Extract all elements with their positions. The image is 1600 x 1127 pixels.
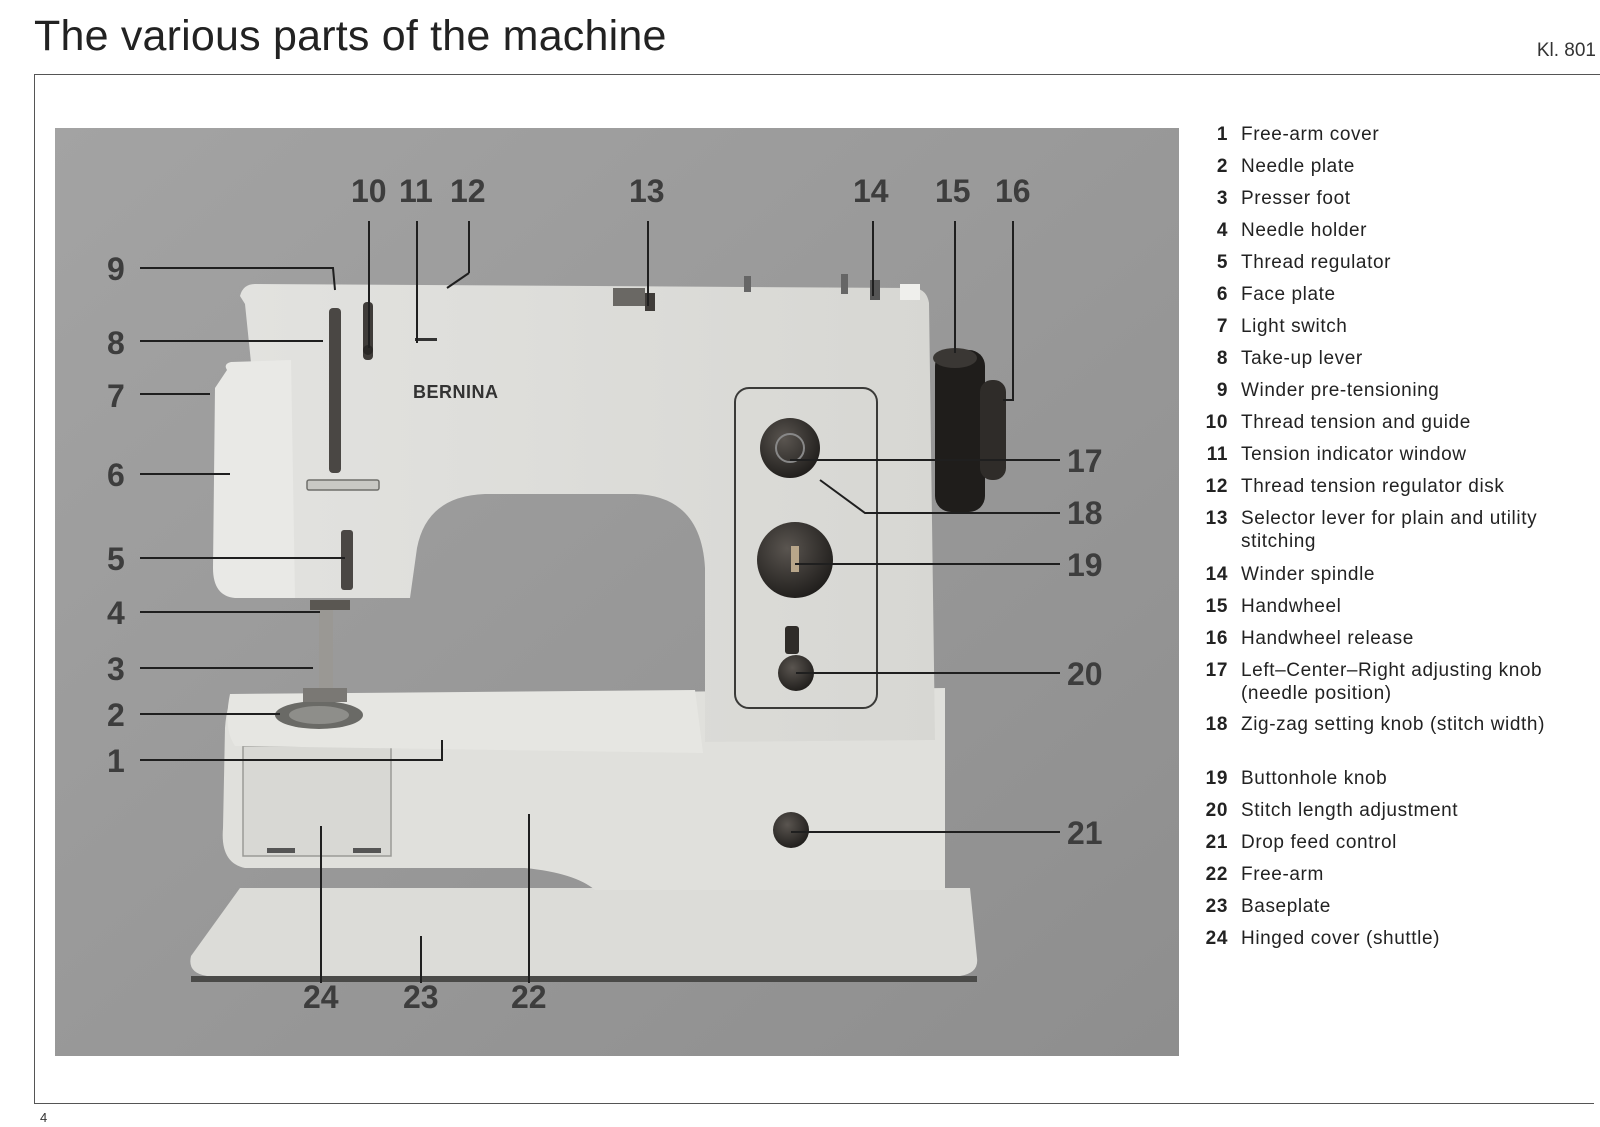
callout-11: 11	[399, 173, 433, 209]
callout-2: 2	[107, 697, 125, 733]
legend-number: 24	[1205, 928, 1228, 949]
legend-number: 12	[1205, 476, 1228, 497]
legend-number: 22	[1205, 864, 1228, 885]
legend-label: Take-up lever	[1241, 348, 1363, 369]
model-reference: Kl. 801	[1536, 40, 1596, 61]
legend-number: 19	[1205, 768, 1228, 789]
callout-23: 23	[403, 979, 439, 1015]
legend-label: Free-arm	[1241, 864, 1324, 885]
callout-17: 17	[1067, 443, 1103, 479]
legend-number: 14	[1205, 564, 1228, 585]
callout-12: 12	[450, 173, 486, 209]
legend-number: 7	[1216, 316, 1228, 337]
legend-label: Handwheel	[1241, 596, 1342, 617]
legend-label: Left–Center–Right adjusting knob (needle…	[1241, 660, 1543, 704]
callout-3: 3	[107, 651, 125, 687]
legend-label: Selector lever for plain and utility sti…	[1241, 508, 1538, 552]
legend-number: 20	[1205, 800, 1228, 821]
legend-number: 15	[1205, 596, 1228, 617]
callout-14: 14	[853, 173, 889, 209]
legend-number: 9	[1216, 380, 1228, 401]
legend-label: Thread regulator	[1241, 252, 1392, 273]
legend-label: Free-arm cover	[1241, 124, 1380, 145]
callout-24: 24	[303, 979, 339, 1015]
legend-number: 11	[1206, 444, 1228, 465]
legend-label: Zig-zag setting knob (stitch width)	[1241, 714, 1546, 735]
page-title: The various parts of the machine	[34, 12, 667, 60]
legend-label: Buttonhole knob	[1241, 768, 1388, 789]
legend-label: Face plate	[1241, 284, 1336, 305]
page-number: 4	[40, 1110, 48, 1125]
machine-body-shape: BERNINA	[213, 274, 935, 742]
callout-13: 13	[629, 173, 665, 209]
callout-19: 19	[1067, 547, 1103, 583]
legend-label: Baseplate	[1241, 896, 1331, 917]
bed-shape	[227, 690, 703, 753]
legend-label: Handwheel release	[1241, 628, 1414, 649]
legend-label: Hinged cover (shuttle)	[1241, 928, 1441, 949]
legend-label: Tension indicator window	[1241, 444, 1467, 465]
sewing-machine-photo: BERNINA	[55, 128, 1179, 1056]
legend-number: 3	[1216, 188, 1228, 209]
legend-label: Presser foot	[1241, 188, 1351, 209]
legend-number: 1	[1216, 124, 1228, 145]
legend-label: Winder pre-tensioning	[1241, 380, 1440, 401]
control-panel	[734, 387, 878, 848]
baseplate-shape	[190, 888, 978, 982]
legend-number: 23	[1205, 896, 1228, 917]
legend-label: Light switch	[1241, 316, 1348, 337]
callout-18: 18	[1067, 495, 1103, 531]
legend-label: Stitch length adjustment	[1241, 800, 1459, 821]
callout-16: 16	[995, 173, 1031, 209]
legend-label: Thread tension regulator disk	[1241, 476, 1505, 497]
callout-20: 20	[1067, 656, 1103, 692]
callout-15: 15	[935, 173, 971, 209]
callout-7: 7	[107, 378, 125, 414]
legend-number: 8	[1216, 348, 1228, 369]
callout-4: 4	[107, 595, 125, 631]
brand-logo: BERNINA	[413, 382, 499, 402]
legend-label: Needle plate	[1241, 156, 1355, 177]
handwheel-shape	[933, 348, 1006, 512]
callout-22: 22	[511, 979, 547, 1015]
legend-number: 13	[1205, 508, 1228, 529]
legend-number: 6	[1216, 284, 1228, 305]
legend-number: 2	[1216, 156, 1228, 177]
leader-lines	[140, 221, 1060, 983]
legend-label: Winder spindle	[1241, 564, 1376, 585]
callout-6: 6	[107, 457, 125, 493]
callout-8: 8	[107, 325, 125, 361]
figure-frame	[34, 74, 1594, 1104]
legend-number: 18	[1205, 714, 1228, 735]
legend-number: 21	[1205, 832, 1228, 853]
legend-number: 5	[1216, 252, 1228, 273]
legend-number: 10	[1205, 412, 1228, 433]
legend-number: 16	[1205, 628, 1228, 649]
legend-number: 17	[1205, 660, 1228, 681]
callout-21: 21	[1067, 815, 1103, 851]
callout-5: 5	[107, 541, 125, 577]
legend-label: Needle holder	[1241, 220, 1368, 241]
legend-label: Thread tension and guide	[1241, 412, 1471, 433]
legend-number: 4	[1216, 220, 1228, 241]
callout-9: 9	[107, 251, 125, 287]
legend-label: Drop feed control	[1241, 832, 1397, 853]
callout-numbers: 9 8 7 6 5 4 3 2 1 10 11 12 13 14 15 16 1…	[107, 173, 1103, 1015]
callout-1: 1	[107, 743, 125, 779]
callout-10: 10	[351, 173, 387, 209]
